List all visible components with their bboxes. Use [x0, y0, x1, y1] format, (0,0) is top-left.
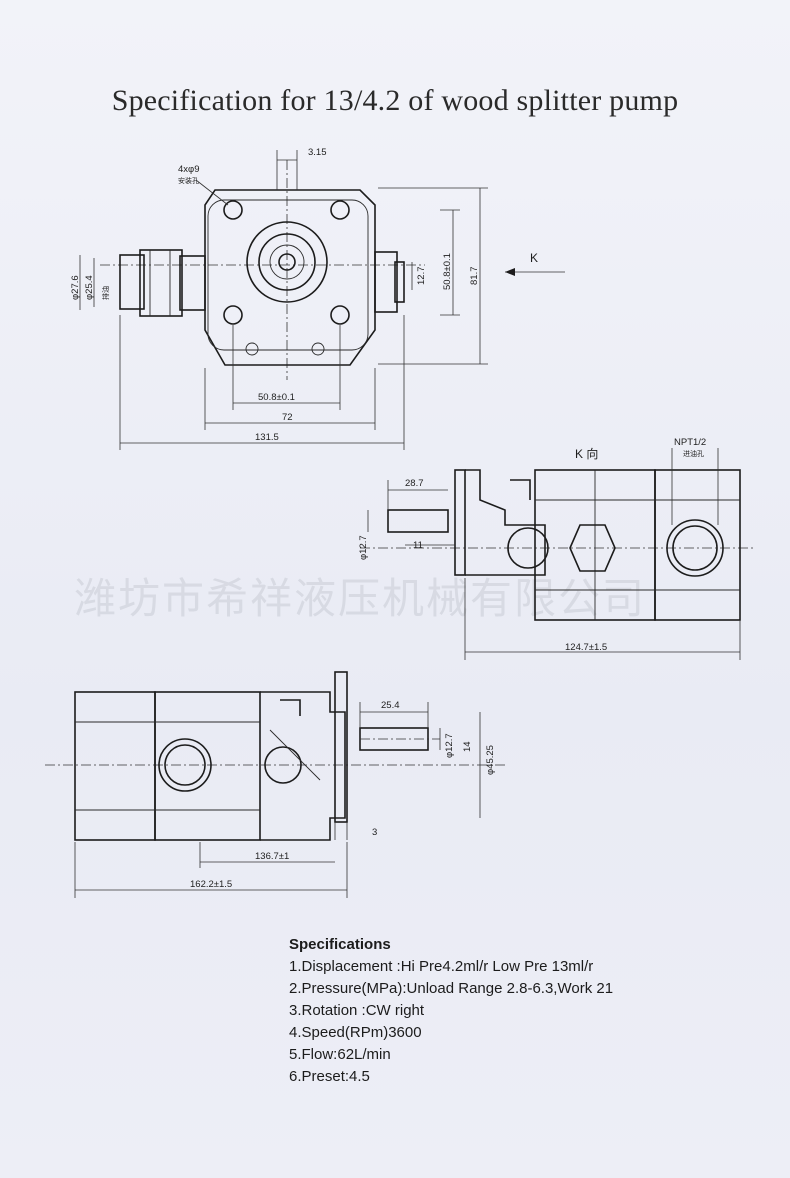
dim-port-cn: 排油 [101, 286, 110, 300]
dim-small-height: 12.7 [416, 267, 427, 286]
dim-pilot: φ45.25 [485, 745, 496, 775]
port-note: NPT1/2 [674, 437, 706, 448]
top-view: K 向 NPT1/2 进油孔 28.7 φ12.7 11 124.7±1.5 [358, 437, 755, 660]
dim-length-bottom: 162.2±1.5 [190, 879, 232, 890]
view-label-k: K [530, 251, 538, 265]
dim-width-inner: 50.8±0.1 [258, 392, 295, 403]
watermark: 潍坊市希祥液压机械有限公司 [74, 574, 646, 623]
page-title: Specification for 13/4.2 of wood splitte… [111, 84, 679, 117]
dim-key: 14 [462, 741, 473, 752]
dim-height-total: 81.7 [469, 267, 480, 286]
dim-port-inner: φ25.4 [84, 275, 95, 300]
dim-width-total: 131.5 [255, 432, 279, 443]
dim-height-mid: 50.8±0.1 [442, 253, 453, 290]
specifications-heading: Specifications [289, 936, 391, 953]
spec-item: 6.Preset:4.5 [289, 1068, 370, 1085]
dim-shaft-dia: φ12.7 [358, 535, 369, 560]
dim-width-72: 72 [282, 412, 293, 423]
dim-shaft-dia-bottom: φ12.7 [444, 733, 455, 758]
dim-11: 11 [413, 540, 423, 551]
dim-136: 136.7±1 [255, 851, 289, 862]
spec-item: 4.Speed(RPm)3600 [289, 1024, 422, 1041]
spec-item: 2.Pressure(MPa):Unload Range 2.8-6.3,Wor… [289, 980, 614, 997]
port-note-cn: 进油孔 [683, 449, 704, 458]
view-label-k-direction: K 向 [575, 446, 598, 461]
spec-item: 1.Displacement :Hi Pre4.2ml/r Low Pre 13… [289, 958, 594, 975]
hole-note: 4xφ9 [178, 164, 199, 175]
hole-note-cn: 安装孔 [178, 176, 199, 185]
specifications-block: Specifications 1.Displacement :Hi Pre4.2… [289, 934, 749, 1088]
spec-item: 3.Rotation :CW right [289, 1002, 425, 1019]
dim-top: 3.15 [308, 147, 327, 158]
dim-shaft-length-bottom: 25.4 [381, 700, 400, 711]
dim-3: 3 [372, 827, 377, 838]
spec-item: 5.Flow:62L/min [289, 1046, 391, 1063]
dim-port-outer: φ27.6 [70, 275, 81, 300]
bottom-view: 25.4 φ12.7 14 φ45.25 3 136.7±1 162.2±1.5 [45, 671, 505, 898]
dim-length-top: 124.7±1.5 [565, 642, 607, 653]
front-view: 3.15 4xφ9 安装孔 φ27.6 φ25.4 排油 12.7 50.8±0… [70, 147, 565, 450]
dim-shaft-length: 28.7 [405, 478, 424, 489]
